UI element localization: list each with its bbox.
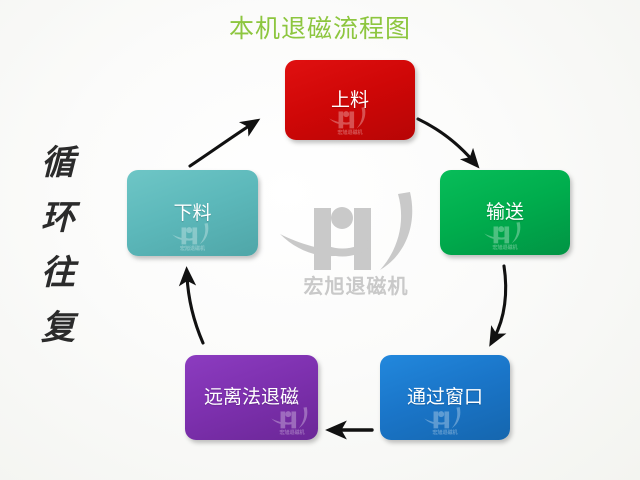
logo-h-figure-icon [329,107,366,129]
logo-h-figure-icon [484,222,521,244]
arrow-tuici-to-xialiao [178,266,205,345]
box-watermark-logo: 宏旭退磁机 [270,406,314,436]
box-watermark-text: 宏旭退磁机 [432,430,458,436]
box-watermark-text: 宏旭退磁机 [492,245,518,251]
box-watermark-logo: 宏旭退磁机 [483,221,527,251]
flow-step-label: 通过窗口 [406,386,483,408]
logo-h-figure-icon [280,192,413,270]
flow-step-label: 下料 [173,201,212,224]
logo-h-figure-icon [271,407,308,429]
flow-step-label: 输送 [485,201,524,223]
flow-step-label: 上料 [330,88,369,111]
box-watermark-logo: 宏旭退磁机 [328,106,372,136]
vertical-caption-char-1: 循 [41,143,75,183]
box-watermark-text: 宏旭退磁机 [179,246,205,252]
vertical-caption: 循 环 往 复 [30,136,86,356]
flow-step-chuangkou[interactable]: 通过窗口 宏旭退磁机 [380,355,510,440]
flow-step-xialiao[interactable]: 下料 宏旭退磁机 [127,170,258,256]
flow-step-label: 远离法退磁 [203,386,299,408]
logo-h-figure-icon [171,223,208,245]
center-watermark-logo: 宏旭退磁机 [276,188,436,306]
page-title: 本机退磁流程图 [228,14,411,43]
arrow-shangliao-to-shusong [416,117,480,169]
box-watermark-logo: 宏旭退磁机 [171,222,215,252]
box-watermark-text: 宏旭退磁机 [337,130,363,136]
flow-step-shangliao[interactable]: 上料 宏旭退磁机 [285,60,415,140]
arrow-xialiao-to-shangliao [188,118,261,168]
flow-step-shusong[interactable]: 输送 宏旭退磁机 [440,170,570,255]
arrow-shusong-to-chuangkou [489,264,508,347]
logo-h-figure-icon [424,407,461,429]
logo-brand-text: 宏旭退磁机 [303,274,409,298]
vertical-caption-char-4: 复 [41,308,75,348]
vertical-caption-char-2: 环 [41,198,75,238]
box-watermark-text: 宏旭退磁机 [279,430,305,436]
box-watermark-logo: 宏旭退磁机 [423,406,467,436]
vertical-caption-char-3: 往 [41,253,75,293]
flow-step-yuanlifa-tuici[interactable]: 远离法退磁 宏旭退磁机 [185,355,318,440]
